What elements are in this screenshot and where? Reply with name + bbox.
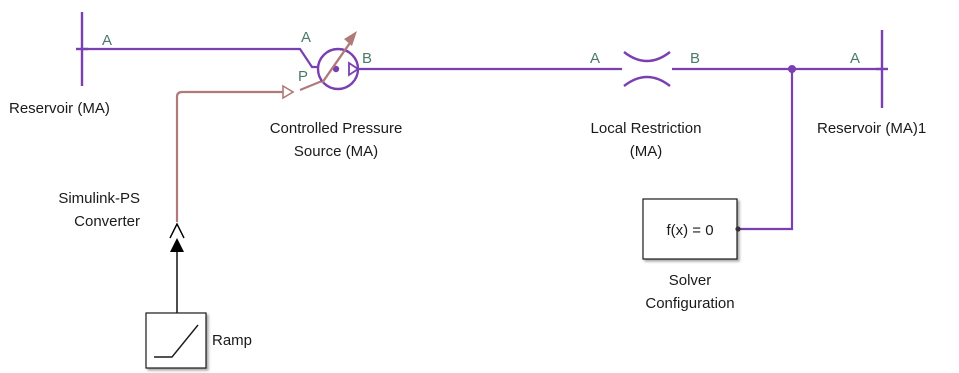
- solver-function-text: f(x) = 0: [666, 222, 713, 239]
- junction-dot: [788, 65, 796, 73]
- restriction-label-line2: (MA): [630, 143, 663, 160]
- local-restriction-block[interactable]: A B Local Restriction (MA): [590, 50, 701, 160]
- reservoir-right-label: Reservoir (MA)1: [817, 120, 926, 137]
- arrowhead-converter-input: [170, 238, 184, 252]
- restriction-port-a: A: [590, 50, 600, 67]
- ramp-label: Ramp: [212, 332, 252, 349]
- restriction-label-line1: Local Restriction: [591, 120, 702, 137]
- line-converter-to-source[interactable]: [175, 90, 290, 222]
- solver-label-line1: Solver: [669, 272, 712, 289]
- ramp-block[interactable]: Ramp: [145, 312, 252, 369]
- line-reservoir-to-source[interactable]: [82, 47, 318, 69]
- pressure-source-port-a: A: [301, 29, 311, 46]
- connections: [82, 47, 882, 313]
- ramp-icon: [154, 324, 199, 358]
- restriction-port-b: B: [690, 50, 700, 67]
- converter-label-line2: Converter: [74, 213, 140, 230]
- pressure-source-block[interactable]: A B P Controlled Pressure Source (MA): [270, 29, 403, 160]
- reservoir-left-label: Reservoir (MA): [9, 100, 110, 117]
- reservoir-left-block[interactable]: A Reservoir (MA): [9, 12, 112, 117]
- pressure-source-label-line1: Controlled Pressure: [270, 120, 403, 137]
- reservoir-right-port-a: A: [850, 50, 860, 67]
- line-solver-to-junction[interactable]: [740, 69, 794, 231]
- pressure-source-port-b: B: [362, 50, 372, 67]
- converter-label-line1: Simulink-PS: [58, 190, 140, 207]
- solver-configuration-block[interactable]: f(x) = 0 Solver Configuration: [642, 198, 741, 312]
- pressure-source-port-p: P: [298, 68, 308, 85]
- solver-label-line2: Configuration: [645, 295, 734, 312]
- line-source-p-link: [299, 79, 323, 92]
- reservoir-right-block[interactable]: A Reservoir (MA)1: [817, 30, 926, 137]
- p-port-marker-icon: [282, 84, 295, 100]
- simulink-ps-converter-block[interactable]: Simulink-PS Converter: [58, 190, 185, 239]
- pressure-source-label-line2: Source (MA): [294, 143, 378, 160]
- reservoir-left-port-a: A: [102, 32, 112, 49]
